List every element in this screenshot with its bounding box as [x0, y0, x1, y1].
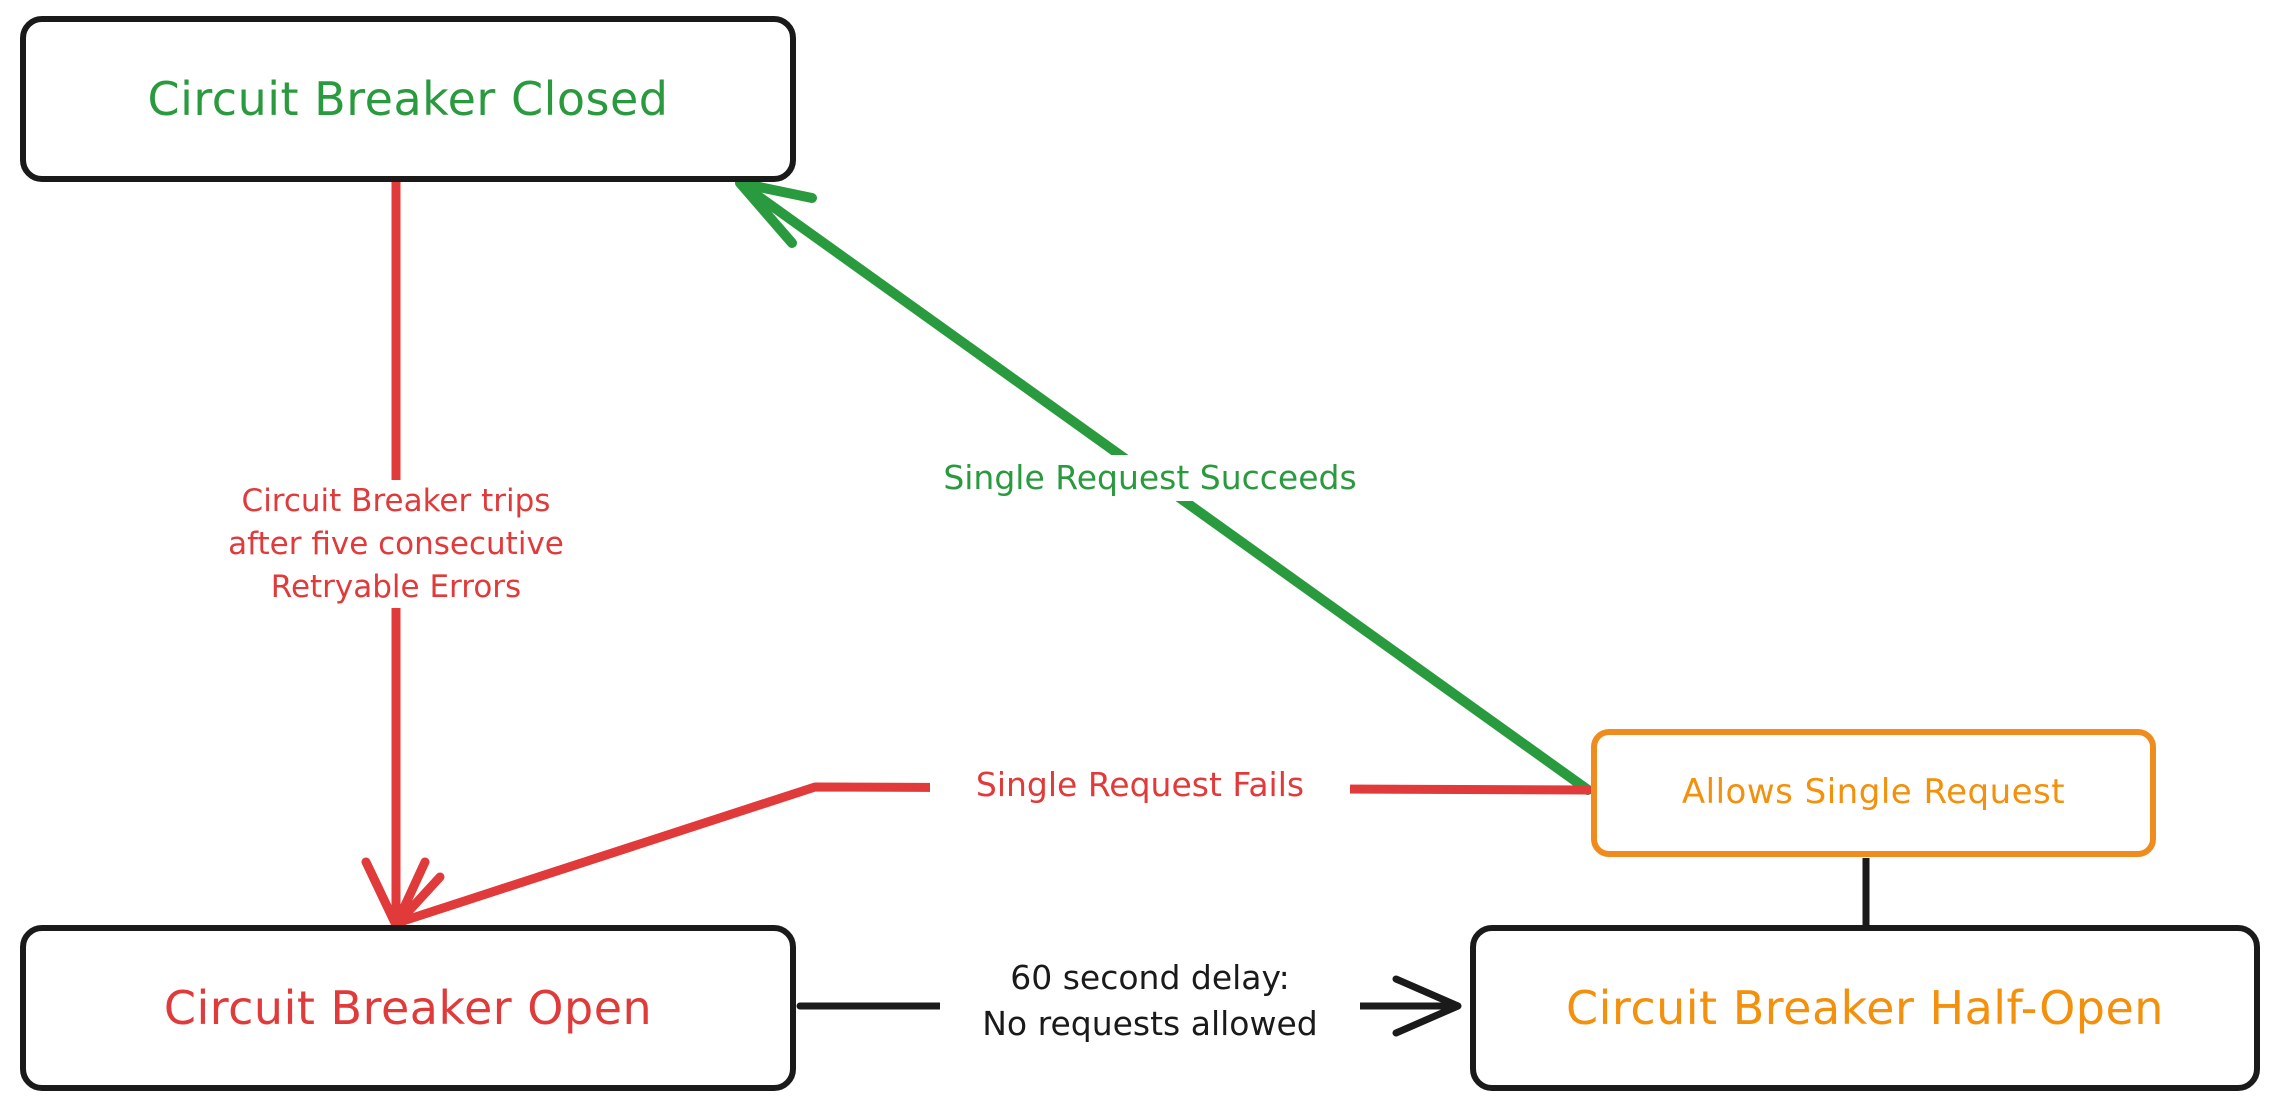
node-label-half-open: Circuit Breaker Half-Open [1566, 980, 2164, 1035]
node-allows-single-request[interactable]: Allows Single Request [1591, 729, 2156, 857]
edge-label-open-to-halfopen: 60 second delay: No requests allowed [940, 955, 1360, 1047]
node-circuit-breaker-open[interactable]: Circuit Breaker Open [20, 925, 796, 1091]
node-label-closed: Circuit Breaker Closed [147, 71, 669, 126]
node-label-allows-single-request: Allows Single Request [1681, 772, 2066, 813]
node-circuit-breaker-closed[interactable]: Circuit Breaker Closed [20, 16, 796, 182]
edge-label-allows-to-closed: Single Request Succeeds [900, 455, 1400, 501]
node-label-open: Circuit Breaker Open [163, 980, 653, 1035]
edge-label-allows-to-open: Single Request Fails [930, 762, 1350, 808]
node-circuit-breaker-half-open[interactable]: Circuit Breaker Half-Open [1470, 925, 2260, 1091]
edge-label-closed-to-open: Circuit Breaker trips after five consecu… [176, 480, 616, 609]
